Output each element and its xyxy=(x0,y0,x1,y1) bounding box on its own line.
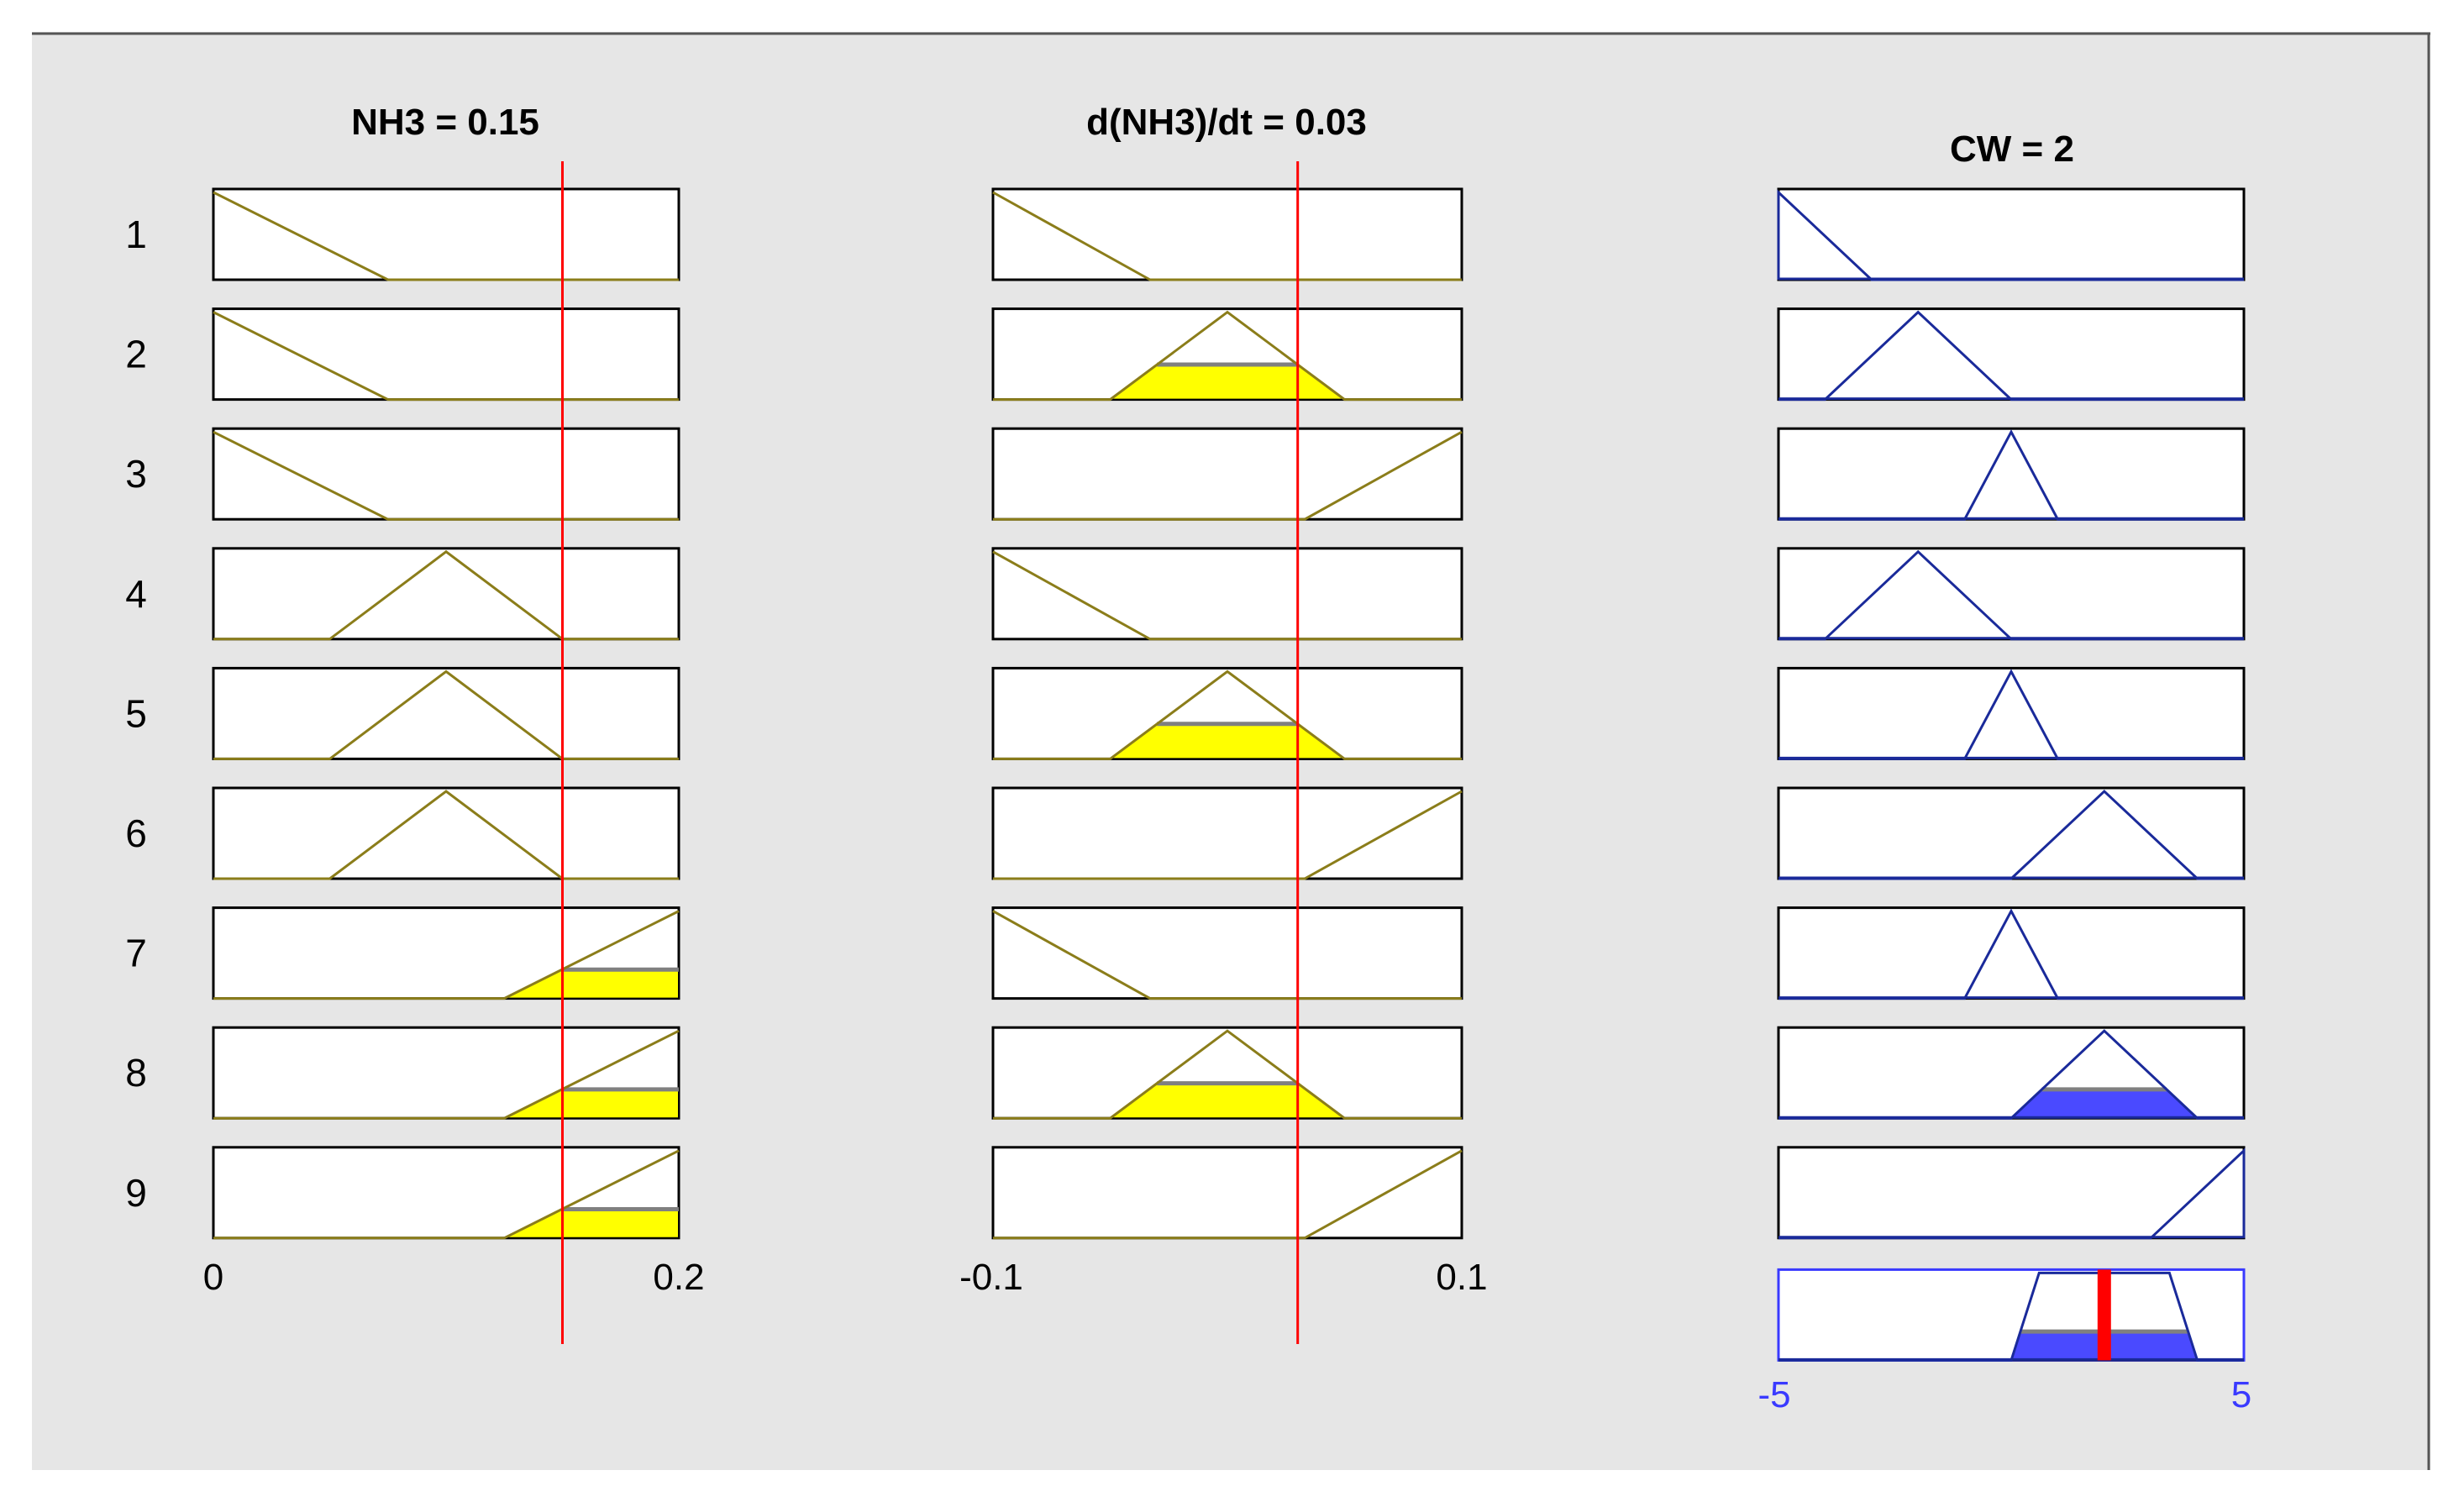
rule-8-input2-mf xyxy=(991,1026,1463,1120)
rule-1-output-mf-frame xyxy=(1777,187,2246,281)
rule-4-input1-mf xyxy=(212,547,680,641)
rule-number: 7 xyxy=(125,932,147,975)
rule-8-input2-mf-curve xyxy=(993,1029,1462,1120)
rule-9-input1-mf-curve xyxy=(213,1149,680,1240)
rule-9-input2-mf-frame xyxy=(991,1146,1463,1240)
rule-7-input2-mf-curve xyxy=(992,910,1462,1000)
rule-number: 8 xyxy=(125,1051,147,1095)
rule-1-input1-mf-curve xyxy=(213,191,679,281)
rule-5-input1-mf xyxy=(212,666,680,760)
rule-number: 5 xyxy=(125,691,147,735)
rule-3-input1-mf-frame xyxy=(212,427,680,521)
rule-8-input1-mf xyxy=(212,1026,680,1120)
rule-4-output-mf-frame xyxy=(1777,547,2246,641)
input2-mf-column xyxy=(991,187,1463,1240)
input1-tick-min: 0 xyxy=(203,1257,223,1298)
input1-mf-column xyxy=(212,187,680,1240)
rule-2-input1-mf-frame xyxy=(212,307,680,402)
rule-7-input2-mf-frame xyxy=(991,906,1463,1000)
rule-number-column: 1 2 3 4 5 6 7 8 9 xyxy=(125,213,147,1215)
rule-6-input2-mf xyxy=(991,786,1463,880)
rule-6-output-mf-frame xyxy=(1777,786,2246,880)
rule-5-input2-mf xyxy=(991,666,1463,760)
rule-4-input1-mf-curve xyxy=(213,549,679,641)
rule-9-input1-mf-frame xyxy=(212,1146,680,1240)
rule-7-input1-mf xyxy=(212,906,680,1000)
rule-5-input1-mf-frame xyxy=(212,666,680,760)
rule-number: 6 xyxy=(125,811,147,855)
rule-1-output-mf xyxy=(1777,187,2246,281)
rule-9-input2-mf-curve xyxy=(993,1149,1463,1240)
rule-6-input1-mf-frame xyxy=(212,786,680,880)
rule-8-input1-mf-curve xyxy=(213,1029,680,1120)
rule-number: 4 xyxy=(125,572,147,616)
rule-1-input2-mf-curve xyxy=(992,191,1462,281)
rule-8-output-mf xyxy=(1777,1026,2246,1120)
input2-tick-min: -0.1 xyxy=(959,1257,1023,1298)
rule-3-input2-mf xyxy=(991,427,1463,521)
rule-9-input1-mf xyxy=(212,1146,680,1240)
rule-6-input1-mf-curve xyxy=(213,790,679,880)
input-value-lines[interactable] xyxy=(561,161,1300,1344)
rule-3-input2-mf-frame xyxy=(991,427,1463,521)
input1-title: NH3 = 0.15 xyxy=(351,102,539,143)
rule-2-input2-mf-curve xyxy=(993,310,1462,402)
rule-9-input2-mf xyxy=(991,1146,1463,1240)
output-title: CW = 2 xyxy=(1950,129,2074,170)
rule-2-input2-mf xyxy=(991,307,1463,402)
rule-2-output-mf xyxy=(1777,307,2246,402)
rule-2-input1-mf xyxy=(212,307,680,402)
rule-7-output-mf-frame xyxy=(1777,906,2246,1000)
rule-1-input1-mf xyxy=(212,187,680,281)
rule-3-input1-mf-curve xyxy=(213,430,679,521)
rule-4-input2-mf xyxy=(991,547,1463,641)
rule-2-output-mf-frame xyxy=(1777,307,2246,402)
rule-number: 9 xyxy=(125,1171,147,1215)
output-tick-max: 5 xyxy=(2231,1374,2251,1415)
output-mf-column xyxy=(1777,187,2246,1240)
rule-4-output-mf xyxy=(1777,547,2246,641)
input1-tick-max: 0.2 xyxy=(653,1257,704,1298)
rule-6-input2-mf-frame xyxy=(991,786,1463,880)
rule-5-input2-mf-curve xyxy=(993,669,1462,760)
rule-1-input2-mf-frame xyxy=(991,187,1463,281)
rule-4-input2-mf-curve xyxy=(992,550,1462,641)
rule-9-output-mf xyxy=(1777,1146,2246,1240)
rule-6-input2-mf-curve xyxy=(993,790,1463,880)
rule-5-output-mf-frame xyxy=(1777,666,2246,760)
output-tick-min: -5 xyxy=(1757,1374,1790,1415)
rule-5-input1-mf-curve xyxy=(213,669,679,760)
rule-9-output-mf-frame xyxy=(1777,1146,2246,1240)
rule-7-input2-mf xyxy=(991,906,1463,1000)
rule-number: 3 xyxy=(125,452,147,496)
rule-7-output-mf xyxy=(1777,906,2246,1000)
aggregate-output-plot xyxy=(1777,1268,2246,1362)
rule-5-output-mf xyxy=(1777,666,2246,760)
input2-tick-max: 0.1 xyxy=(1436,1257,1487,1298)
rule-6-output-mf xyxy=(1777,786,2246,880)
rule-3-output-mf xyxy=(1777,427,2246,521)
rule-7-input1-mf-curve xyxy=(213,910,680,1000)
rule-number: 1 xyxy=(125,213,147,256)
aggregate-output xyxy=(1777,1268,2246,1362)
rule-3-input1-mf xyxy=(212,427,680,521)
rule-number: 2 xyxy=(125,333,147,376)
rule-4-input1-mf-frame xyxy=(212,547,680,641)
input2-title: d(NH3)/dt = 0.03 xyxy=(1086,102,1367,143)
rule-2-input1-mf-curve xyxy=(213,311,679,402)
rule-3-output-mf-frame xyxy=(1777,427,2246,521)
rule-1-input2-mf xyxy=(991,187,1463,281)
rule-1-input1-mf-frame xyxy=(212,187,680,281)
rule-3-input2-mf-curve xyxy=(993,430,1463,521)
rule-4-input2-mf-frame xyxy=(991,547,1463,641)
rule-6-input1-mf xyxy=(212,786,680,880)
